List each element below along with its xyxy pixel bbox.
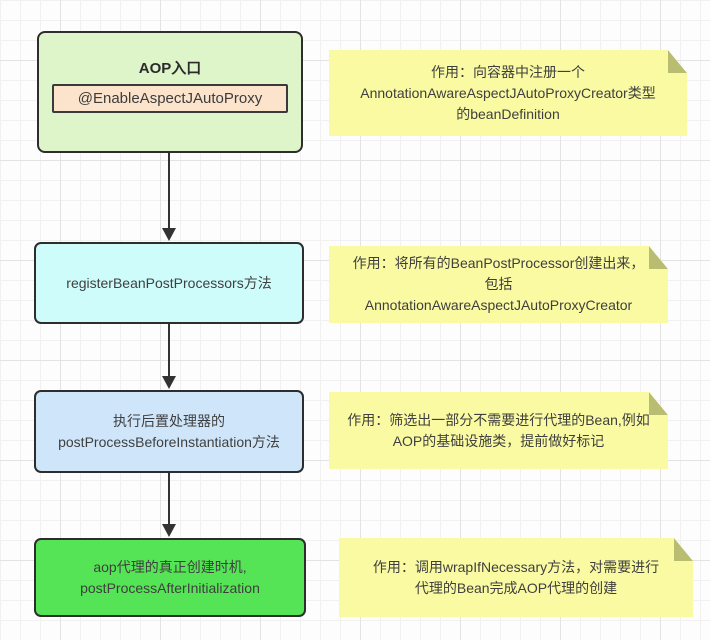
- note-create-bean-post-processors: 作用：将所有的BeanPostProcessor创建出来， 包括 Annotat…: [329, 246, 668, 323]
- flow-arrow-2: [162, 324, 176, 389]
- note-fold-icon: [674, 538, 693, 561]
- node-enable-aspectj-autoproxy: @EnableAspectJAutoProxy: [52, 84, 288, 113]
- arrow-head-icon: [162, 524, 176, 537]
- arrow-line: [168, 473, 170, 526]
- note-fold-icon: [668, 50, 687, 73]
- node-post-process-before-instantiation-label: 执行后置处理器的 postProcessBeforeInstantiation方…: [58, 413, 280, 450]
- arrow-head-icon: [162, 376, 176, 389]
- node-register-bean-post-processors-label: registerBeanPostProcessors方法: [66, 274, 272, 291]
- flow-arrow-1: [162, 153, 176, 241]
- arrow-head-icon: [162, 228, 176, 241]
- arrow-line: [168, 324, 170, 378]
- note-register-beandefinition-text: 作用：向容器中注册一个 AnnotationAwareAspectJAutoPr…: [360, 63, 656, 122]
- node-register-bean-post-processors: registerBeanPostProcessors方法: [34, 242, 304, 324]
- flow-arrow-3: [162, 473, 176, 537]
- note-filter-beans-text: 作用：筛选出一部分不需要进行代理的Bean,例如 AOP的基础设施类，提前做好标…: [347, 411, 650, 449]
- note-fold-icon: [649, 246, 668, 269]
- node-post-process-after-initialization: aop代理的真正创建时机, postProcessAfterInitializa…: [34, 538, 306, 617]
- note-create-bean-post-processors-text: 作用：将所有的BeanPostProcessor创建出来， 包括 Annotat…: [352, 255, 645, 313]
- note-filter-beans: 作用：筛选出一部分不需要进行代理的Bean,例如 AOP的基础设施类，提前做好标…: [329, 392, 668, 469]
- arrow-line: [168, 153, 170, 230]
- node-enable-aspectj-autoproxy-label: @EnableAspectJAutoProxy: [77, 89, 263, 107]
- note-wrap-if-necessary-text: 作用：调用wrapIfNecessary方法，对需要进行 代理的Bean完成AO…: [372, 558, 660, 596]
- node-post-process-after-initialization-label: aop代理的真正创建时机, postProcessAfterInitializa…: [80, 559, 260, 596]
- node-aop-entry-title: AOP入口: [138, 60, 202, 78]
- node-post-process-before-instantiation: 执行后置处理器的 postProcessBeforeInstantiation方…: [34, 390, 304, 473]
- note-fold-icon: [649, 392, 668, 415]
- node-aop-entry: AOP入口 @EnableAspectJAutoProxy: [37, 31, 303, 153]
- note-wrap-if-necessary: 作用：调用wrapIfNecessary方法，对需要进行 代理的Bean完成AO…: [339, 538, 693, 617]
- note-register-beandefinition: 作用：向容器中注册一个 AnnotationAwareAspectJAutoPr…: [329, 50, 687, 136]
